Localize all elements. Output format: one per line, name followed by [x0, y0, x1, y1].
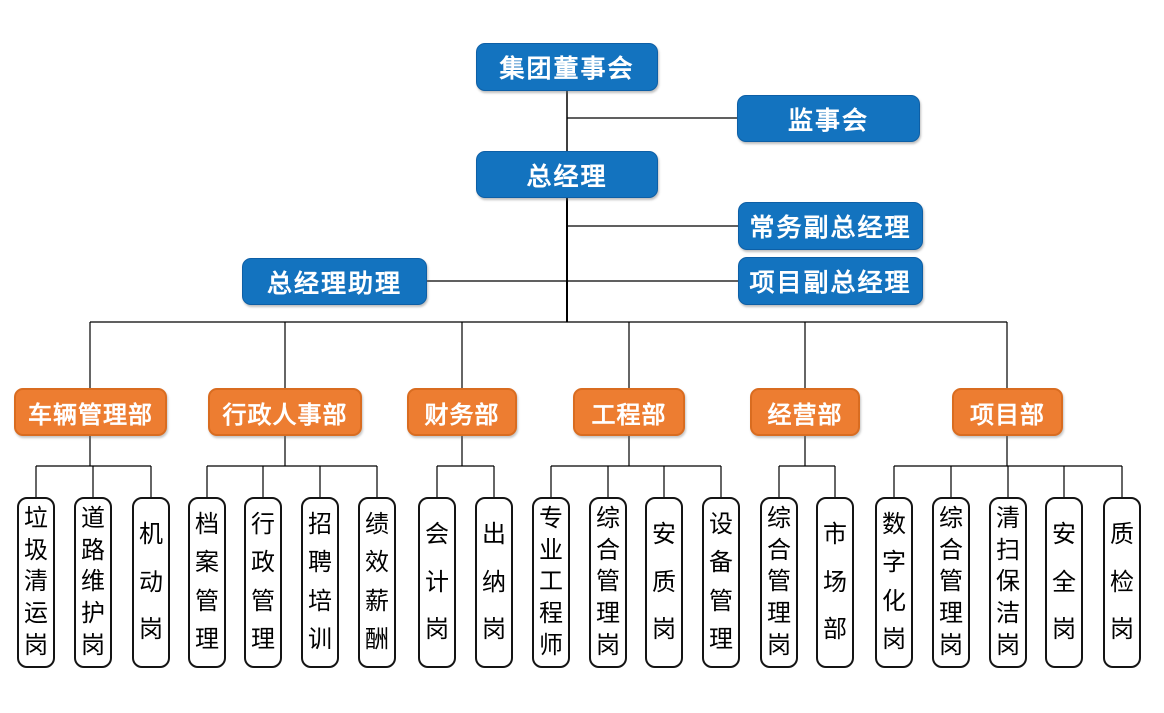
node-position-general-management-proj: 综合管理岗	[932, 497, 970, 668]
node-position-cashier: 出纳岗	[475, 497, 513, 668]
position-label: 绩效薪酬	[365, 511, 389, 653]
node-position-safety-quality: 安质岗	[645, 497, 683, 668]
node-project-deputy-gm: 项目副总经理	[738, 257, 923, 305]
dept-label: 经营部	[767, 401, 843, 429]
position-label: 质检岗	[1110, 520, 1134, 644]
node-general-manager-label: 总经理	[526, 162, 608, 191]
node-position-safety: 安全岗	[1045, 497, 1083, 668]
node-position-professional-engineer: 专业工程师	[532, 497, 570, 668]
position-label: 清扫保洁岗	[996, 504, 1020, 660]
position-label: 综合管理岗	[939, 504, 963, 660]
node-gm-assistant-label: 总经理助理	[266, 269, 402, 298]
position-label: 数字化岗	[882, 511, 906, 653]
position-label: 出纳岗	[482, 520, 506, 644]
node-dept-engineering: 工程部	[573, 388, 685, 436]
position-label: 市场部	[823, 520, 847, 644]
node-position-cleaning: 清扫保洁岗	[989, 497, 1027, 668]
node-dept-admin-hr: 行政人事部	[208, 388, 362, 436]
position-label: 档案管理	[195, 511, 219, 653]
node-position-quality-inspection: 质检岗	[1103, 497, 1141, 668]
node-supervisory-label: 监事会	[787, 106, 869, 135]
position-label: 设备管理	[709, 511, 733, 653]
position-label: 专业工程师	[539, 504, 563, 660]
node-position-performance-pay: 绩效薪酬	[358, 497, 396, 668]
position-label: 行政管理	[251, 511, 275, 653]
dept-label: 车辆管理部	[28, 401, 153, 429]
position-label: 道路维护岗	[81, 504, 105, 660]
node-gm-assistant: 总经理助理	[242, 258, 427, 305]
node-position-mobile: 机动岗	[132, 497, 170, 668]
node-dept-finance: 财务部	[407, 388, 517, 436]
node-dept-project: 项目部	[952, 388, 1063, 436]
node-dept-operations: 经营部	[750, 388, 860, 436]
node-position-archives: 档案管理	[188, 497, 226, 668]
node-board-label: 集团董事会	[499, 55, 635, 83]
node-position-road-maintenance: 道路维护岗	[74, 497, 112, 668]
node-position-general-management-ops: 综合管理岗	[760, 497, 798, 668]
position-label: 安质岗	[652, 520, 676, 644]
node-position-market: 市场部	[816, 497, 854, 668]
node-general-manager: 总经理	[476, 151, 658, 198]
connector-department-drops	[89, 322, 1008, 388]
dept-label: 工程部	[591, 401, 667, 429]
node-position-general-management-eng: 综合管理岗	[589, 497, 627, 668]
connector-position-drops	[35, 466, 1123, 497]
node-position-digitalization: 数字化岗	[875, 497, 913, 668]
node-project-deputy-gm-label: 项目副总经理	[749, 269, 912, 297]
position-label: 综合管理岗	[767, 504, 791, 660]
node-board: 集团董事会	[476, 43, 658, 91]
node-position-garbage-removal: 垃圾清运岗	[17, 497, 55, 668]
dept-label: 项目部	[970, 401, 1045, 429]
node-position-equipment-management: 设备管理	[702, 497, 740, 668]
node-dept-vehicle-management: 车辆管理部	[14, 388, 167, 436]
node-supervisory: 监事会	[737, 95, 920, 142]
position-label: 招聘培训	[308, 511, 332, 653]
node-exec-deputy-gm: 常务副总经理	[738, 202, 923, 250]
node-position-recruit-training: 招聘培训	[301, 497, 339, 668]
node-exec-deputy-gm-label: 常务副总经理	[749, 214, 912, 242]
connector-department-stems	[89, 436, 1008, 466]
node-position-accounting: 会计岗	[418, 497, 456, 668]
position-label: 垃圾清运岗	[24, 504, 48, 660]
position-label: 综合管理岗	[596, 504, 620, 660]
position-label: 安全岗	[1052, 520, 1076, 644]
node-position-admin-management: 行政管理	[244, 497, 282, 668]
dept-label: 财务部	[424, 401, 500, 429]
position-label: 机动岗	[139, 520, 163, 644]
position-label: 会计岗	[425, 520, 449, 644]
dept-label: 行政人事部	[222, 401, 348, 429]
